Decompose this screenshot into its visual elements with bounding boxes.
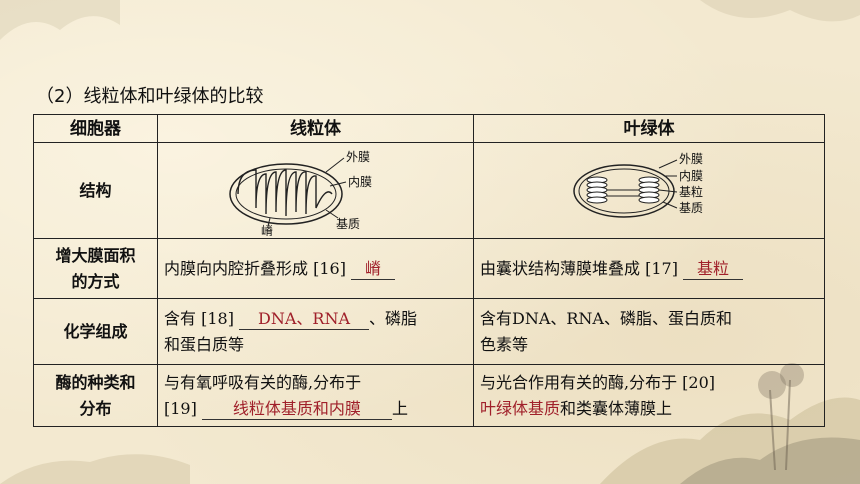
chloroplast-diagram-cell: 外膜 内膜 基粒 基质 <box>473 142 825 239</box>
table-header-row: 细胞器 线粒体 叶绿体 <box>33 114 825 143</box>
mito-label-outer-membrane: 外膜 <box>346 150 370 164</box>
chloro-enzymes-cell: 与光合作用有关的酶,分布于 [20] 叶绿体基质和类囊体薄膜上 <box>473 364 825 427</box>
mito-label-cristae: 嵴 <box>261 224 273 236</box>
chloro-label-stroma: 基质 <box>679 201 703 215</box>
table-row-structure: 结构 外膜 内膜 基质 嵴 <box>33 142 825 239</box>
row-label-structure: 结构 <box>33 142 158 239</box>
header-mitochondrion: 线粒体 <box>157 114 474 143</box>
table-row-membrane-area: 增大膜面积 的方式 内膜向内腔折叠形成 [16] 嵴 由囊状结构薄膜堆叠成 [1… <box>33 238 825 299</box>
mito-composition-cell: 含有 [18] DNA、RNA、磷脂 和蛋白质等 <box>157 298 474 365</box>
chloro-label-outer-membrane: 外膜 <box>679 152 703 166</box>
chloro-membrane-cell: 由囊状结构薄膜堆叠成 [17] 基粒 <box>473 238 825 299</box>
row-label-enzymes: 酶的种类和 分布 <box>33 364 158 427</box>
mitochondrion-diagram: 外膜 内膜 基质 嵴 <box>228 150 372 236</box>
answer-18: DNA、RNA <box>239 309 370 330</box>
chloro-composition-cell: 含有DNA、RNA、磷脂、蛋白质和 色素等 <box>473 298 825 365</box>
table-row-enzymes: 酶的种类和 分布 与有氧呼吸有关的酶,分布于 [19] 线粒体基质和内膜上 与光… <box>33 364 825 427</box>
mito-enzymes-cell: 与有氧呼吸有关的酶,分布于 [19] 线粒体基质和内膜上 <box>157 364 474 427</box>
mito-label-matrix: 基质 <box>336 217 360 231</box>
answer-20: 叶绿体基质 <box>480 398 561 418</box>
header-organelle: 细胞器 <box>33 114 158 143</box>
answer-19: 线粒体基质和内膜 <box>201 399 392 420</box>
header-chloroplast: 叶绿体 <box>473 114 825 143</box>
section-heading: （2）线粒体和叶绿体的比较 <box>36 86 264 107</box>
mitochondrion-diagram-cell: 外膜 内膜 基质 嵴 <box>157 142 474 239</box>
chloro-label-grana: 基粒 <box>679 184 703 199</box>
answer-17: 基粒 <box>683 259 744 280</box>
answer-16: 嵴 <box>351 259 396 280</box>
row-label-membrane-area: 增大膜面积 的方式 <box>33 238 158 299</box>
table-row-composition: 化学组成 含有 [18] DNA、RNA、磷脂 和蛋白质等 含有DNA、RNA、… <box>33 298 825 365</box>
chloroplast-diagram: 外膜 内膜 基粒 基质 <box>573 152 703 218</box>
row-label-composition: 化学组成 <box>33 298 158 365</box>
comparison-table: 细胞器 线粒体 叶绿体 结构 外膜 内膜 基质 嵴 <box>33 114 825 427</box>
mito-membrane-cell: 内膜向内腔折叠形成 [16] 嵴 <box>157 238 474 299</box>
chloro-label-inner-membrane: 内膜 <box>679 169 703 183</box>
mito-label-inner-membrane: 内膜 <box>348 175 372 189</box>
